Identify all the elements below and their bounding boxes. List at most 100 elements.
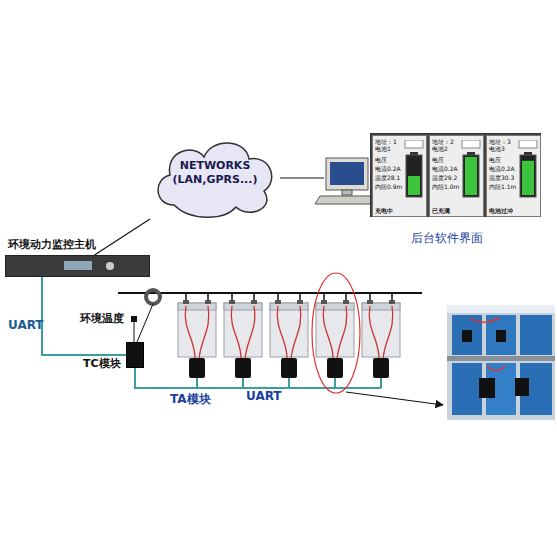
panel-text: 内阻1.1m	[489, 183, 516, 190]
battery-body	[520, 155, 536, 197]
site-photo	[470, 318, 500, 322]
panel-text: 温度29.2	[432, 174, 457, 181]
panel-text: 电压	[432, 156, 444, 163]
battery-panel: 地址：2 电池2 电压电流0.2A 温度29.2 内阻1.0m 已充满	[429, 135, 484, 217]
current-sensor	[146, 290, 160, 304]
panel-text: 电压	[489, 156, 501, 163]
battery-cell	[205, 300, 211, 304]
panel-text: 地址：1 电池1	[375, 138, 399, 152]
battery-cell	[224, 293, 262, 378]
current-sensor	[137, 304, 153, 342]
site-photo	[447, 305, 555, 420]
computer-icon	[315, 196, 377, 204]
battery-cell	[323, 306, 333, 360]
current-sensor	[137, 290, 160, 342]
uart-chain	[334, 378, 336, 388]
battery-cell	[369, 306, 379, 360]
network-cloud: NETWORKS (LAN,GPRS...)	[150, 133, 280, 221]
panel-header	[519, 140, 537, 148]
battery-bus	[118, 293, 422, 294]
battery-icon	[460, 140, 482, 200]
panel-text: 地址：3 电池3	[489, 138, 513, 152]
battery-cell	[277, 306, 287, 360]
panel-text: 温度28.1	[375, 174, 400, 181]
battery-cell	[316, 303, 354, 357]
battery-panel: 地址：3 电池3电压电流0.2A温度30.3内阻1.1m电池过冲	[486, 135, 541, 217]
pointer-arrow	[346, 392, 443, 405]
network-wire	[280, 177, 324, 178]
panel-text: 电流0.2A	[375, 165, 401, 172]
computer-icon	[342, 190, 352, 195]
lcd-window	[64, 261, 92, 270]
panel-text: 内阻1.0m	[432, 183, 459, 190]
battery-cell	[316, 303, 354, 310]
panel-text: 地址：2 电池2	[432, 138, 456, 152]
panel-text: 已充满	[432, 207, 450, 214]
site-photo	[520, 315, 552, 355]
computer-icon	[315, 158, 377, 204]
panel-text: 电压	[375, 156, 387, 163]
panel-text: 内阻0.9m	[375, 183, 402, 190]
panel-header	[405, 140, 423, 148]
battery-cell	[281, 358, 297, 378]
node-label: 后台软件界面	[411, 230, 483, 247]
site-photo	[447, 305, 555, 313]
site-photo	[447, 356, 555, 361]
battery-cell	[389, 300, 395, 304]
computer-icon	[326, 158, 368, 190]
battery-cell	[185, 306, 195, 360]
front-panel	[106, 262, 114, 270]
site-photo	[496, 330, 506, 342]
battery-cell	[199, 306, 209, 360]
temperature-sensor	[131, 316, 137, 322]
battery-cell	[362, 293, 400, 378]
charge-level	[408, 176, 420, 195]
battery-cell	[245, 306, 255, 360]
battery-bus	[118, 292, 422, 294]
battery-cell	[327, 358, 343, 378]
battery-cell	[178, 303, 216, 357]
panel-text: 电流0.2A	[432, 165, 458, 172]
panel-text: 充电中	[375, 207, 393, 214]
software-screen: 后台软件界面地址：1 电池1电压电流0.2A温度28.1内阻0.9m充电中地址：…	[370, 133, 541, 217]
battery-icon	[403, 140, 425, 200]
battery-cell	[235, 358, 251, 378]
panel-text: 温度30.3	[489, 174, 514, 181]
battery-cells	[178, 293, 400, 378]
site-photo	[447, 305, 555, 420]
battery-cell	[178, 303, 216, 310]
battery-cell	[251, 300, 257, 304]
charge-level	[522, 161, 534, 195]
node-label: 环境动力监控主机	[8, 237, 96, 252]
site-photo	[487, 366, 505, 371]
uart-chain	[380, 378, 382, 388]
site-photo	[462, 330, 472, 342]
highlight-ellipse	[312, 273, 360, 393]
pointer-arrow	[346, 392, 443, 405]
cloud-label: NETWORKS (LAN,GPRS...)	[158, 159, 272, 187]
battery-cell	[189, 358, 205, 378]
temperature-sensor	[131, 316, 137, 342]
annotation-label: TA模块	[170, 391, 211, 408]
network-wire	[280, 178, 324, 179]
battery-cell	[291, 306, 301, 360]
battery-cell	[362, 303, 400, 357]
cloud-shape	[158, 143, 272, 217]
charge-level	[465, 157, 477, 195]
site-photo	[515, 378, 529, 396]
uart-chain	[196, 378, 198, 388]
battery-cell	[321, 300, 327, 304]
connector-line	[94, 219, 150, 255]
uart-chain	[242, 378, 244, 388]
computer-icon	[330, 162, 364, 185]
highlight-ellipse	[312, 273, 360, 393]
temperature-sensor	[134, 322, 135, 342]
host-device: 环境动力监控主机	[5, 255, 150, 277]
battery-cell	[362, 303, 400, 310]
battery-cell	[183, 300, 189, 304]
site-photo	[479, 378, 495, 398]
battery-cell	[297, 300, 303, 304]
